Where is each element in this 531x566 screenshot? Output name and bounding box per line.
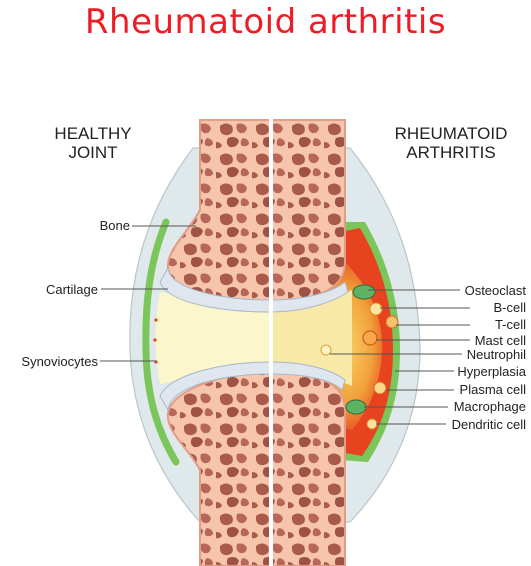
plasma-cell	[374, 382, 386, 394]
neutrophil-cell	[321, 345, 331, 355]
b-cell	[370, 303, 382, 315]
macrophage-cell	[346, 400, 366, 414]
osteoclast-cell	[353, 285, 375, 299]
label-plasma-cell: Plasma cell	[430, 382, 526, 397]
label-osteoclast: Osteoclast	[430, 283, 526, 298]
t-cell	[386, 316, 398, 328]
center-divider	[269, 100, 273, 566]
label-dendritic-cell: Dendritic cell	[430, 417, 526, 432]
label-hyperplasia: Hyperplasia	[430, 364, 526, 379]
label-bone: Bone	[60, 218, 130, 233]
label-synoviocytes: Synoviocytes	[2, 354, 98, 369]
label-cartilage: Cartilage	[20, 282, 98, 297]
dendritic-cell	[367, 419, 377, 429]
label-neutrophil: Neutrophil	[430, 347, 526, 362]
mast-cell	[363, 331, 377, 345]
label-b-cell: B-cell	[430, 300, 526, 315]
label-t-cell: T-cell	[430, 317, 526, 332]
label-mast-cell: Mast cell	[430, 333, 526, 348]
label-macrophage: Macrophage	[430, 399, 526, 414]
